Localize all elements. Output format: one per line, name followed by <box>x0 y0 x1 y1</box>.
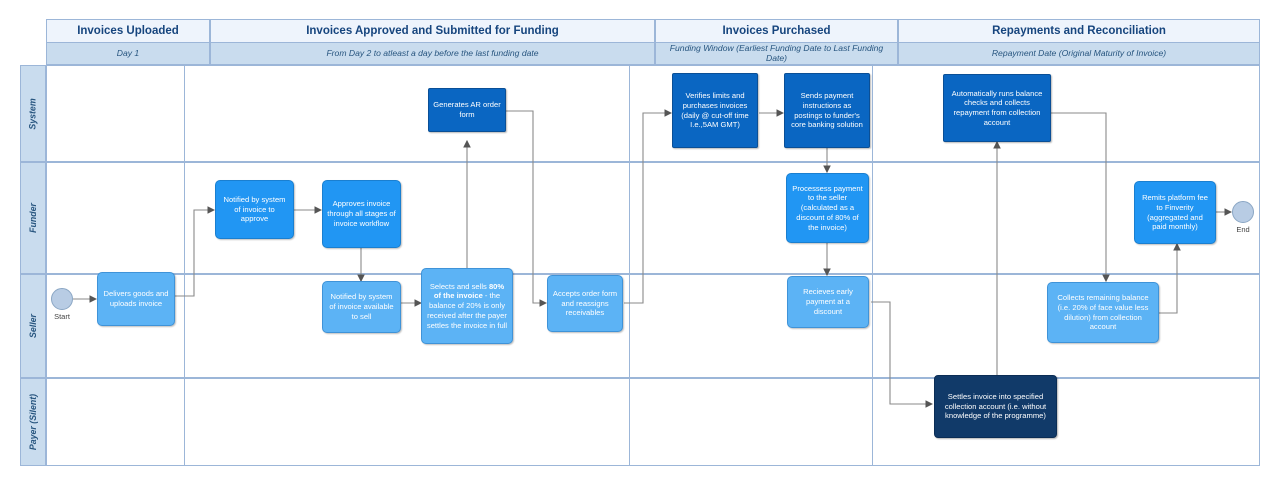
diagram-frame: Invoices Uploaded Invoices Approved and … <box>20 19 1260 466</box>
node-label: Selects and sells 80% of the invoice - t… <box>426 282 508 331</box>
phase-divider-2 <box>629 65 630 466</box>
phase-subtitle-repayments: Repayment Date (Original Maturity of Inv… <box>898 43 1260 65</box>
node-label: Accepts order form and reassigns receiva… <box>552 288 618 318</box>
node-settles-invoice[interactable]: Settles invoice into specified collectio… <box>934 375 1057 438</box>
start-event[interactable] <box>51 288 73 310</box>
phase-divider-1 <box>184 65 185 466</box>
phase-title: Invoices Purchased <box>722 24 831 37</box>
node-label: Settles invoice into specified collectio… <box>944 391 1047 421</box>
phase-divider-3 <box>872 65 873 466</box>
node-label: Delivers goods and uploads invoice <box>103 289 169 308</box>
lane-label-payer: Payer (Silent) <box>20 378 46 466</box>
node-delivers-goods[interactable]: Delivers goods and uploads invoice <box>97 272 175 326</box>
phase-header-invoices-approved: Invoices Approved and Submitted for Fund… <box>210 19 655 43</box>
end-label: End <box>1236 225 1250 234</box>
node-label-pre: Selects and sells <box>429 281 489 291</box>
node-verifies-limits[interactable]: Verifies limits and purchases invoices (… <box>672 73 758 148</box>
phase-subtitle: Repayment Date (Original Maturity of Inv… <box>991 47 1167 58</box>
lane-label-system: System <box>20 65 46 162</box>
node-generates-ar-order-form[interactable]: Generates AR order form <box>428 88 506 132</box>
node-label: Sends payment instructions as postings t… <box>791 91 863 130</box>
phase-title: Invoices Approved and Submitted for Fund… <box>306 24 559 37</box>
lane-label-funder: Funder <box>20 162 46 274</box>
node-remits-platform-fee[interactable]: Remits platform fee to Finverity (aggreg… <box>1134 181 1216 244</box>
lane-name: System <box>28 97 39 130</box>
start-label: Start <box>54 312 70 321</box>
lane-body-system <box>46 65 1260 162</box>
node-selects-and-sells-80-percent[interactable]: Selects and sells 80% of the invoice - t… <box>421 268 513 344</box>
node-label: Remits platform fee to Finverity (aggreg… <box>1142 193 1208 232</box>
node-sends-payment-instructions[interactable]: Sends payment instructions as postings t… <box>784 73 870 148</box>
node-label: Automatically runs balance checks and co… <box>951 88 1043 127</box>
node-label: Processess payment to the seller (calcul… <box>792 183 863 232</box>
lane-body-payer <box>46 378 1260 466</box>
node-label-post: - the balance of 20% is only received af… <box>426 291 508 330</box>
phase-header-repayments: Repayments and Reconciliation <box>898 19 1260 43</box>
node-label: Approves invoice through all stages of i… <box>327 199 396 228</box>
node-label: Notified by system of invoice available … <box>329 292 394 321</box>
phase-header-invoices-purchased: Invoices Purchased <box>655 19 898 43</box>
node-processes-payment-to-seller[interactable]: Processess payment to the seller (calcul… <box>786 173 869 243</box>
node-label: Generates AR order form <box>433 100 501 119</box>
node-notified-invoice-to-approve[interactable]: Notified by system of invoice to approve <box>215 180 294 239</box>
phase-subtitle-invoices-approved: From Day 2 to atleast a day before the l… <box>210 43 655 65</box>
node-recieves-early-payment[interactable]: Recieves early payment at a discount <box>787 276 869 328</box>
lane-name: Funder <box>28 203 38 233</box>
phase-subtitle: Funding Window (Earliest Funding Date to… <box>669 43 884 63</box>
node-approves-invoice[interactable]: Approves invoice through all stages of i… <box>322 180 401 248</box>
phase-header-invoices-uploaded: Invoices Uploaded <box>46 19 210 43</box>
phase-subtitle: From Day 2 to atleast a day before the l… <box>326 47 539 58</box>
phase-subtitle: Day 1 <box>116 47 140 58</box>
phase-title: Repayments and Reconciliation <box>992 24 1166 37</box>
node-label: Recieves early payment at a discount <box>803 287 853 316</box>
node-automatic-balance-checks[interactable]: Automatically runs balance checks and co… <box>943 74 1051 142</box>
phase-title: Invoices Uploaded <box>77 24 179 37</box>
node-notified-invoice-available-to-sell[interactable]: Notified by system of invoice available … <box>322 281 401 333</box>
node-label: Notified by system of invoice to approve <box>223 194 286 224</box>
phase-subtitle-invoices-uploaded: Day 1 <box>46 43 210 65</box>
phase-subtitle-invoices-purchased: Funding Window (Earliest Funding Date to… <box>655 43 898 65</box>
lane-label-seller: Seller <box>20 274 46 378</box>
node-label: Verifies limits and purchases invoices (… <box>681 91 749 130</box>
end-event[interactable] <box>1232 201 1254 223</box>
lane-name: Seller <box>28 314 38 338</box>
lane-name: Payer (Silent) <box>28 393 39 451</box>
node-accepts-order-form[interactable]: Accepts order form and reassigns receiva… <box>547 275 623 332</box>
node-label-emphasis: 80% of the invoice <box>433 281 505 301</box>
node-collects-remaining-balance[interactable]: Collects remaining balance (i.e. 20% of … <box>1047 282 1159 343</box>
node-label: Collects remaining balance (i.e. 20% of … <box>1057 293 1149 332</box>
